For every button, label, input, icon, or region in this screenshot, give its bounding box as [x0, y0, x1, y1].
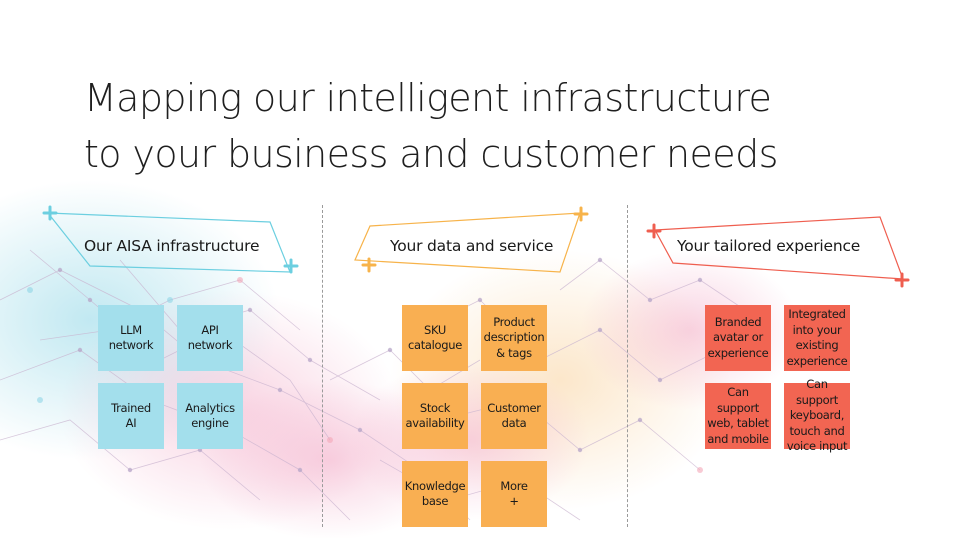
plus-icon	[894, 272, 910, 288]
plus-icon	[361, 257, 377, 273]
tile-trained-ai: Trained AI	[98, 383, 164, 449]
tile-api-network: API network	[177, 305, 243, 371]
tile-stock-availability: Stock availability	[402, 383, 468, 449]
tile-branded-avatar: Branded avatar or experience	[705, 305, 771, 371]
page-title-line1: Mapping our intelligent infrastructure	[84, 76, 772, 120]
tile-sku-catalogue: SKU catalogue	[402, 305, 468, 371]
tile-more: More +	[481, 461, 547, 527]
tile-customer-data: Customer data	[481, 383, 547, 449]
tile-llm-network: LLM network	[98, 305, 164, 371]
column-divider	[627, 205, 628, 527]
plus-icon	[646, 223, 662, 239]
tile-knowledge-base: Knowledge base	[402, 461, 468, 527]
plus-icon	[42, 205, 58, 221]
tile-keyboard-touch-voice: Can support keyboard, touch and voice in…	[784, 377, 850, 453]
page-title: Mapping our intelligent infrastructure t…	[84, 70, 844, 182]
infrastructure-header: Our AISA infrastructure	[84, 237, 260, 255]
page-title-line2: to your business and customer needs	[84, 132, 778, 176]
plus-icon	[283, 258, 299, 274]
tile-product-description: Product description & tags	[481, 305, 547, 371]
column-divider	[322, 205, 323, 527]
tile-analytics-engine: Analytics engine	[177, 383, 243, 449]
tile-web-tablet-mobile: Can support web, tablet and mobile	[705, 383, 771, 449]
data-header-frame	[354, 212, 581, 273]
data-service-header: Your data and service	[390, 237, 554, 255]
tailored-experience-header: Your tailored experience	[677, 237, 861, 255]
tile-integrated-experience: Integrated into your existing experience	[784, 305, 850, 371]
plus-icon	[573, 206, 589, 222]
